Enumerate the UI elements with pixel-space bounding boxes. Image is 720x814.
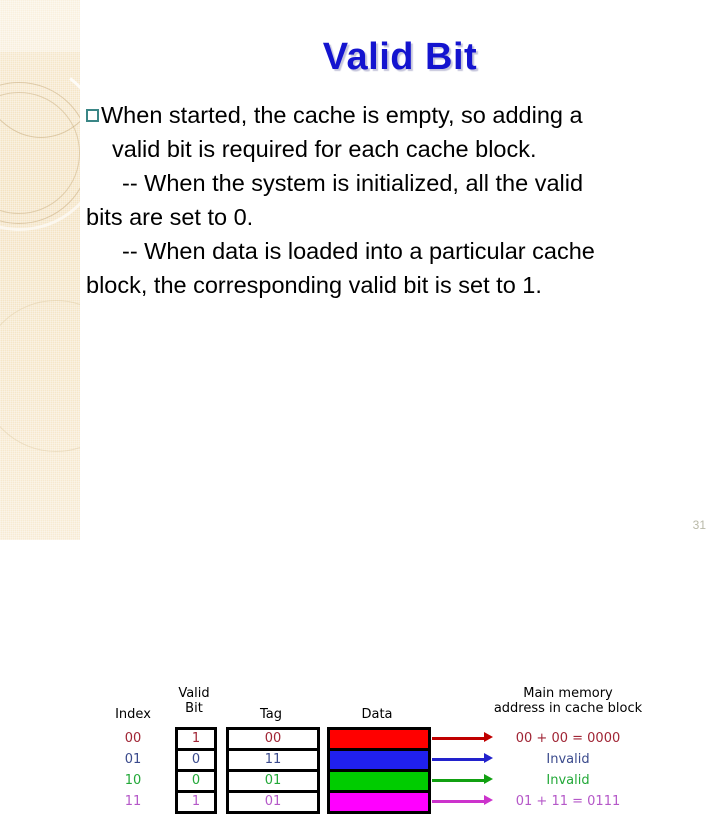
data-cell [330,730,428,751]
data-cell [330,793,428,811]
index-cell: 10 [124,773,142,788]
body-line-5: -- When data is loaded into a particular… [122,238,595,264]
body-line-3: -- When the system is initialized, all t… [122,170,584,196]
body-line-1: When started, the cache is empty, so add… [86,98,700,132]
index-cell: 11 [124,794,142,809]
main-memory-cell: Invalid [546,752,590,767]
square-bullet-icon [86,109,99,122]
tag-cell: 11 [229,751,317,772]
header-index: Index [115,707,151,722]
header-main-memory: Main memory address in cache block [452,686,684,716]
data-column [327,727,431,814]
data-cell [330,751,428,772]
slide-body: When started, the cache is empty, so add… [86,98,700,302]
page-number: 31 [692,518,706,532]
sidebar-arc-5 [0,48,80,243]
decorative-sidebar [0,0,80,540]
cache-diagram: Index Valid Bit Tag Data Main memory add… [0,340,720,814]
body-line-2: valid bit is required for each cache blo… [112,136,537,162]
valid-bit-cell: 1 [178,730,214,751]
main-memory-cell: 01 + 11 = 0111 [515,794,621,809]
header-valid-bit: Valid Bit [163,686,225,716]
tag-cell: 00 [229,730,317,751]
valid-bit-cell: 1 [191,794,201,809]
tag-cell: 01 [229,772,317,793]
data-cell [330,772,428,793]
header-valid-bit-line1: Valid [178,686,210,701]
tag-cell: 01 [264,794,282,809]
valid-bit-cell: 0 [178,751,214,772]
header-data: Data [361,707,393,722]
header-main-memory-line2: address in cache block [493,701,643,716]
header-main-memory-line1: Main memory [523,686,613,701]
main-memory-cell: 00 + 00 = 0000 [515,731,621,746]
header-tag: Tag [259,707,282,722]
index-cell: 00 [124,731,142,746]
body-line-4: bits are set to 0. [86,204,254,230]
body-line-6: block, the corresponding valid bit is se… [86,272,542,298]
slide-title: Valid Bit [322,36,478,78]
valid-bit-cell: 0 [178,772,214,793]
body-line-1-text: When started, the cache is empty, so add… [101,102,583,128]
index-column: 00 01 10 11 [100,728,166,812]
main-memory-cell: Invalid [546,773,590,788]
index-cell: 01 [124,752,142,767]
header-valid-bit-line2: Bit [185,701,203,716]
